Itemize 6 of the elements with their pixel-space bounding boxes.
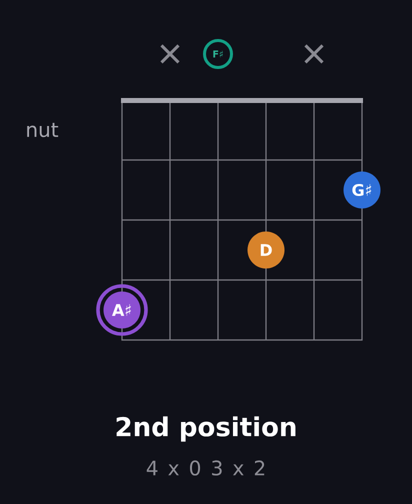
cross-mark [304, 44, 324, 64]
fingering-label: 4 x 0 3 x 2 [146, 460, 264, 476]
note-ring: F♯ [203, 39, 233, 69]
nut-label: nut [27, 122, 58, 138]
title: 2nd position [116, 416, 296, 442]
cross-mark [160, 44, 180, 64]
